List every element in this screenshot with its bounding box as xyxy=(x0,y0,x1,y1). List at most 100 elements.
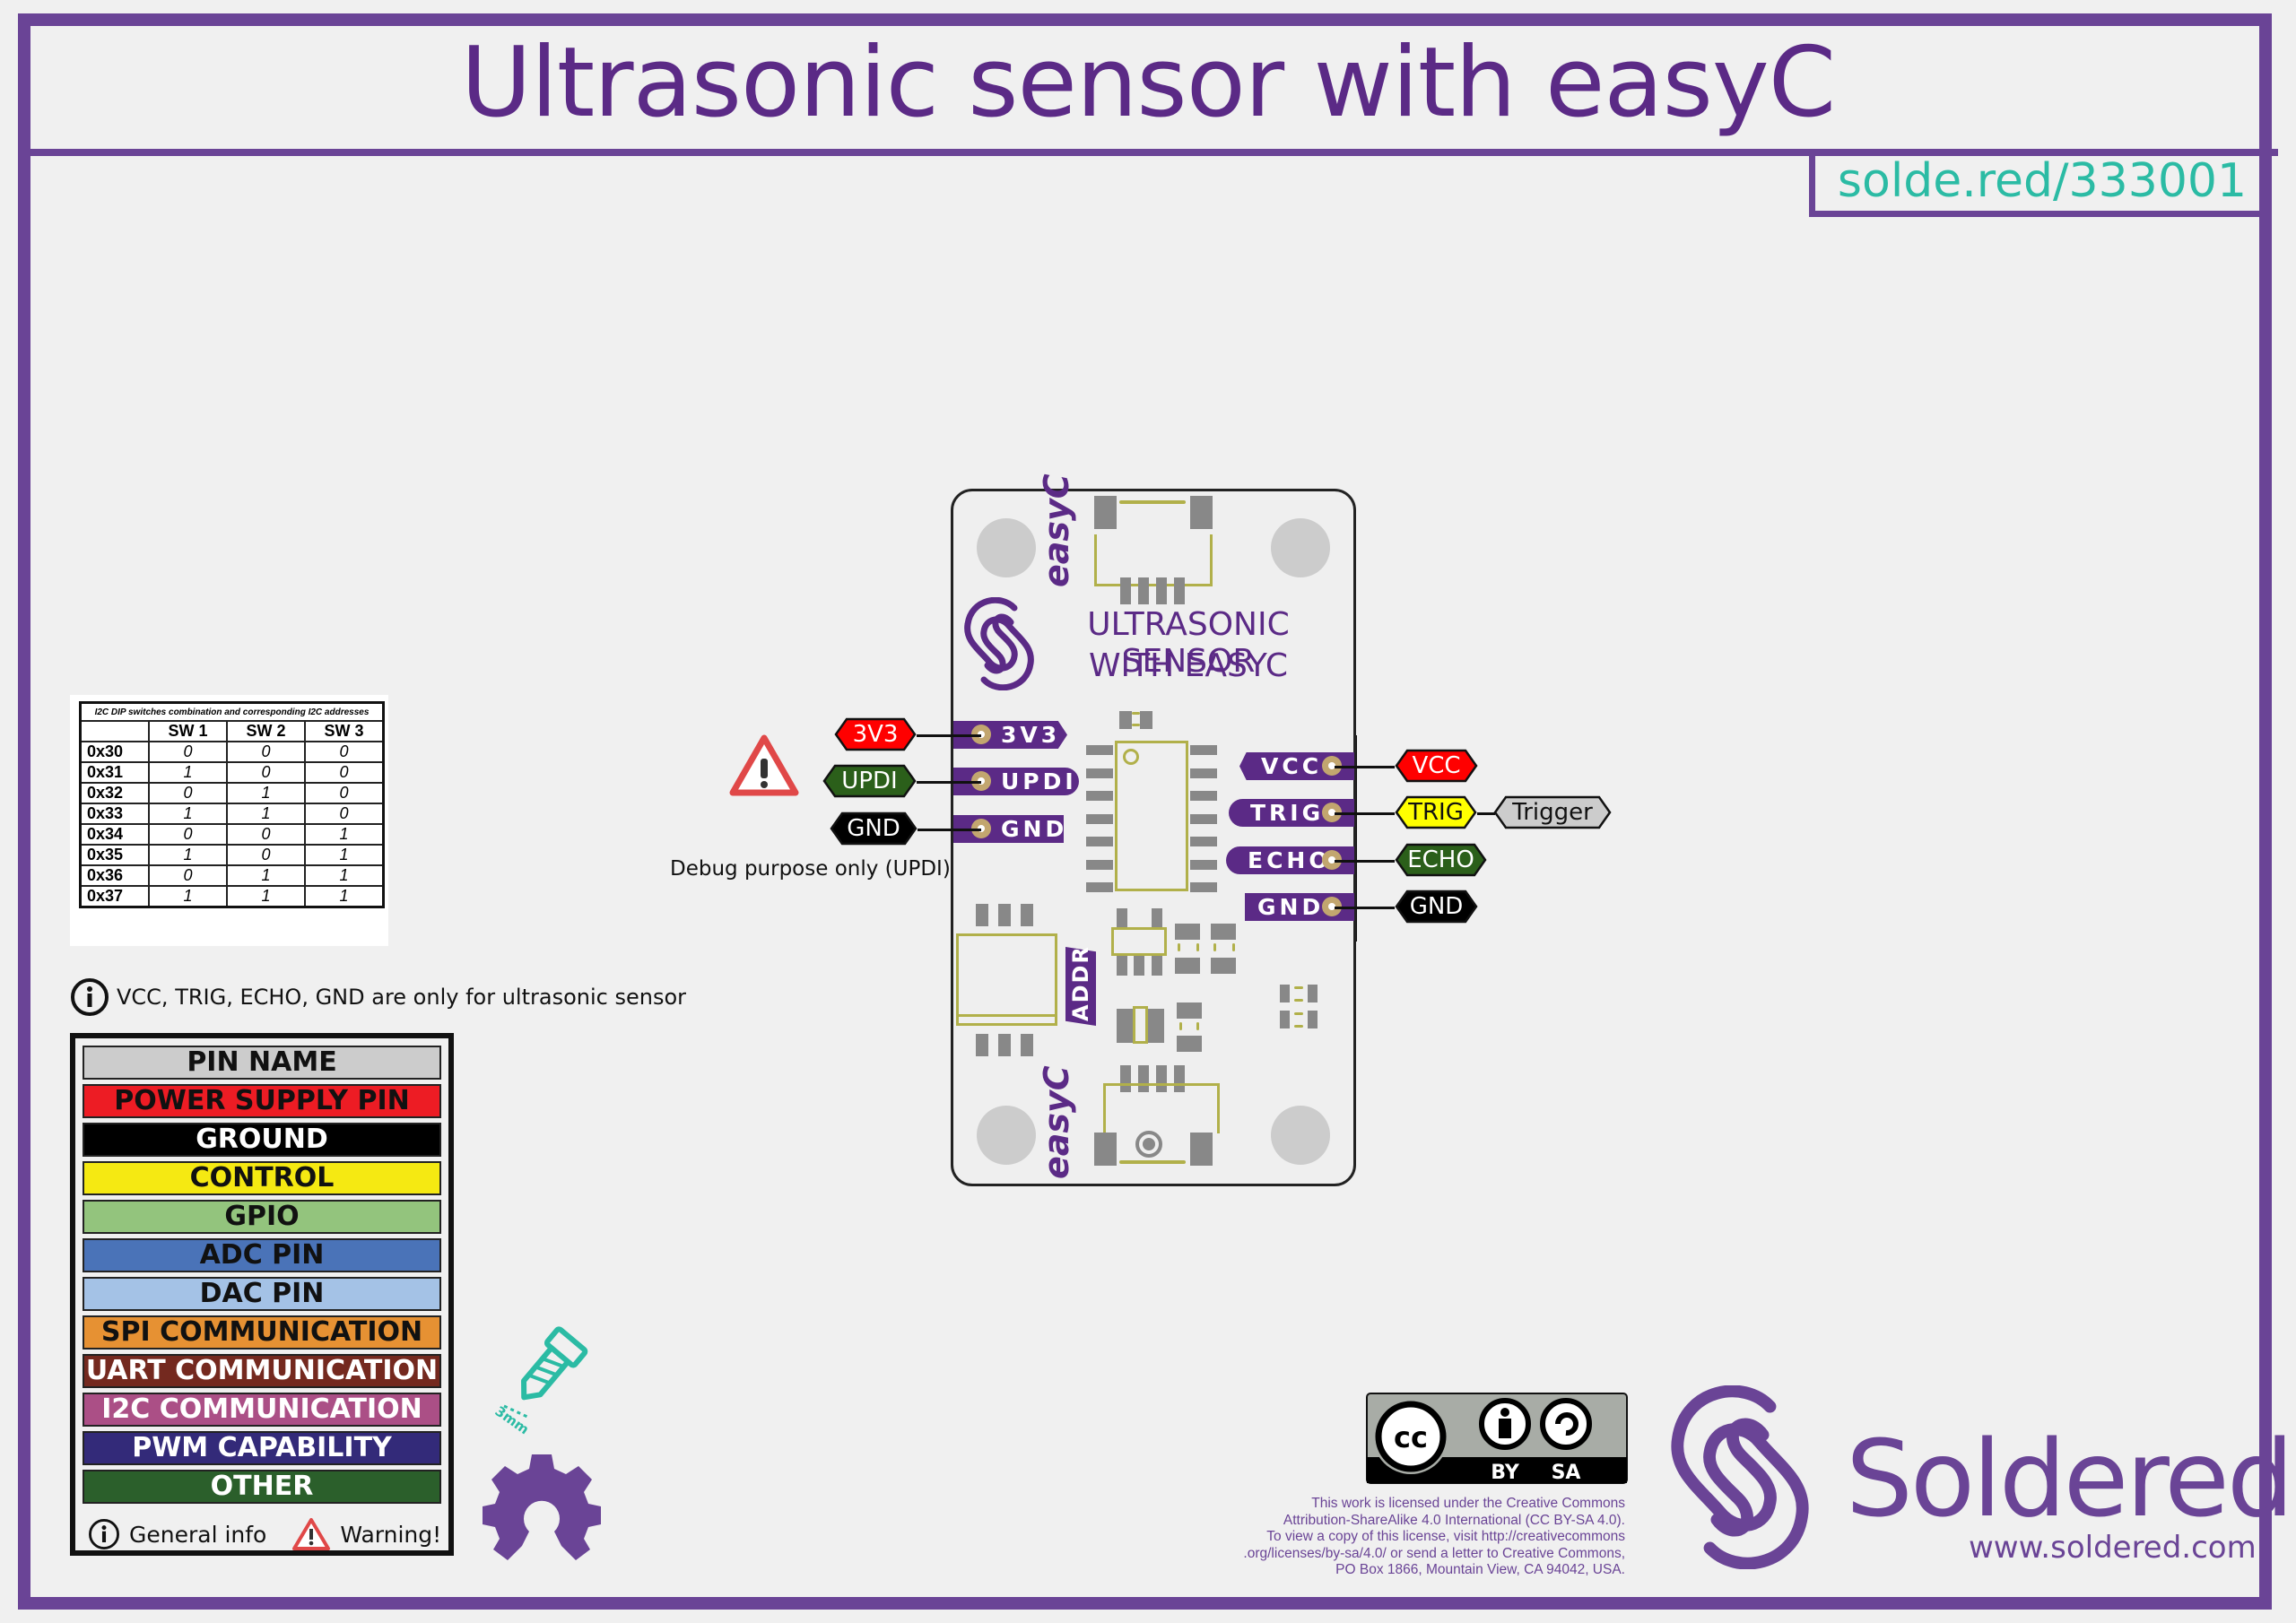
pin-wire xyxy=(1335,766,1395,768)
silkscreen-mark xyxy=(1179,1022,1182,1030)
svg-text:BY: BY xyxy=(1491,1462,1520,1484)
i2c-address-cell: 0x35 xyxy=(79,844,150,866)
smd-pad xyxy=(1280,1011,1290,1028)
pin-function-tag-trigger-text: Trigger xyxy=(1512,799,1593,826)
cc-license-badge[interactable]: cc BY SA xyxy=(1366,1393,1628,1484)
connector-key-ring xyxy=(1135,1131,1162,1158)
smd-pad xyxy=(1177,1002,1202,1019)
pin-hole xyxy=(971,771,991,791)
ic-chip-outline xyxy=(1115,741,1188,891)
ic-pin xyxy=(1086,768,1113,778)
page-title: Ultrasonic sensor with easyC xyxy=(460,27,1836,139)
switch-value-cell: 0 xyxy=(226,823,306,846)
connector-pin xyxy=(1138,577,1149,604)
page-frame xyxy=(18,13,2272,1610)
silkscreen-mark xyxy=(1294,986,1303,989)
info-note-text: VCC, TRIG, ECHO, GND are only for ultras… xyxy=(117,985,686,1010)
pin-hole xyxy=(1322,803,1342,822)
i2c-address-cell: 0x30 xyxy=(79,741,150,763)
ic-pin xyxy=(1086,813,1113,824)
pin-wire xyxy=(917,781,981,784)
dip-switch-outline xyxy=(956,933,1057,1026)
license-line[interactable]: .org/licenses/by-sa/4.0/ or send a lette… xyxy=(1243,1545,1625,1561)
connector-pad xyxy=(1190,496,1213,529)
cc-icon: cc xyxy=(1394,1420,1428,1454)
silkscreen-mark xyxy=(1294,999,1303,1002)
switch-value-cell: 0 xyxy=(148,864,228,887)
ic-pin xyxy=(1086,859,1113,870)
smd-pad xyxy=(1117,908,1127,928)
switch-value-cell: 0 xyxy=(304,782,385,804)
easyc-top-label: easyC xyxy=(1037,473,1076,587)
smd-pad xyxy=(1211,924,1236,940)
ic-pin xyxy=(1190,813,1217,824)
license-line[interactable]: To view a copy of this license, visit ht… xyxy=(1266,1529,1625,1544)
switch-value-cell: 1 xyxy=(148,885,228,908)
ic-pin xyxy=(1190,882,1217,892)
switch-value-cell: 0 xyxy=(148,741,228,763)
smd-pad xyxy=(1134,956,1144,976)
i2c-address-cell: 0x33 xyxy=(79,803,150,825)
pin-tag-vcc-text: VCC xyxy=(1412,752,1461,779)
connector-key-dot xyxy=(1143,1138,1155,1150)
pin-pad-label: GND xyxy=(1001,816,1068,842)
switch-value-cell: 1 xyxy=(304,844,385,866)
switch-value-cell: 1 xyxy=(304,885,385,908)
addr-label: ADDR xyxy=(1068,945,1093,1021)
silkscreen-line xyxy=(1119,500,1186,504)
board-title-line2: WITH EASYC xyxy=(1088,647,1289,684)
pin-wire xyxy=(1335,812,1395,815)
ic-pin xyxy=(1190,859,1217,870)
connector-pin xyxy=(1174,577,1185,604)
license-line: Attribution-ShareAlike 4.0 International… xyxy=(1283,1512,1625,1528)
mounting-hole xyxy=(977,518,1036,577)
pin-tag-updi-text: UPDI xyxy=(841,768,898,794)
legend-item: SPI COMMUNICATION xyxy=(83,1315,441,1350)
pin-tag-vcc: VCC xyxy=(1395,749,1478,783)
soldered-brand-logo-icon xyxy=(1671,1385,1809,1569)
warning-label: Warning! xyxy=(340,1521,442,1548)
pin-pad-vcc: VCC xyxy=(1239,752,1354,780)
title-divider xyxy=(18,149,2278,156)
brand-name: Soldered xyxy=(1846,1417,2294,1541)
switch-value-cell: 1 xyxy=(148,761,228,784)
smd-pad xyxy=(1175,924,1200,940)
smd-pad xyxy=(1148,1009,1164,1043)
ic-pin xyxy=(1086,745,1113,755)
switch-value-cell: 1 xyxy=(226,885,306,908)
license-line: PO Box 1866, Mountain View, CA 94042, US… xyxy=(1335,1562,1625,1577)
screw-icon xyxy=(503,1326,588,1419)
ic-pin xyxy=(1190,745,1217,755)
brand-url-link[interactable]: www.soldered.com xyxy=(1969,1530,2257,1566)
switch-value-cell: 0 xyxy=(226,844,306,866)
switch-value-cell: 0 xyxy=(148,782,228,804)
addr-label-bg xyxy=(1065,947,1096,1026)
connector-pin xyxy=(1156,577,1167,604)
pin-tag-gnd: GND xyxy=(830,812,918,846)
smd-pad xyxy=(1021,904,1033,926)
legend-item: OTHER xyxy=(83,1470,441,1504)
pin-pad-label: 3V3 xyxy=(1001,722,1061,748)
smd-pad xyxy=(1021,1034,1033,1056)
i2c-address-cell: 0x36 xyxy=(79,864,150,887)
info-icon xyxy=(71,978,109,1016)
pin-wire xyxy=(1335,907,1395,909)
smd-pad xyxy=(998,1034,1011,1056)
sa-icon xyxy=(1540,1398,1592,1450)
silkscreen-line xyxy=(956,1014,1057,1017)
legend-item: PIN NAME xyxy=(83,1046,441,1080)
svg-text:SA: SA xyxy=(1552,1462,1581,1484)
switch-value-cell: 1 xyxy=(304,823,385,846)
smd-pad xyxy=(1140,711,1152,729)
mounting-hole xyxy=(977,1106,1036,1165)
component-outline xyxy=(1133,1006,1148,1044)
short-url-link[interactable]: solde.red/333001 xyxy=(1837,154,2248,208)
i2c-address-table: I2C DIP switches combination and corresp… xyxy=(79,701,385,908)
i2c-address-cell: 0x34 xyxy=(79,823,150,846)
pin-pad-label: VCC xyxy=(1261,753,1323,779)
debug-note: Debug purpose only (UPDI)! xyxy=(670,857,960,881)
pin-pad-label: TRIG xyxy=(1250,800,1325,826)
